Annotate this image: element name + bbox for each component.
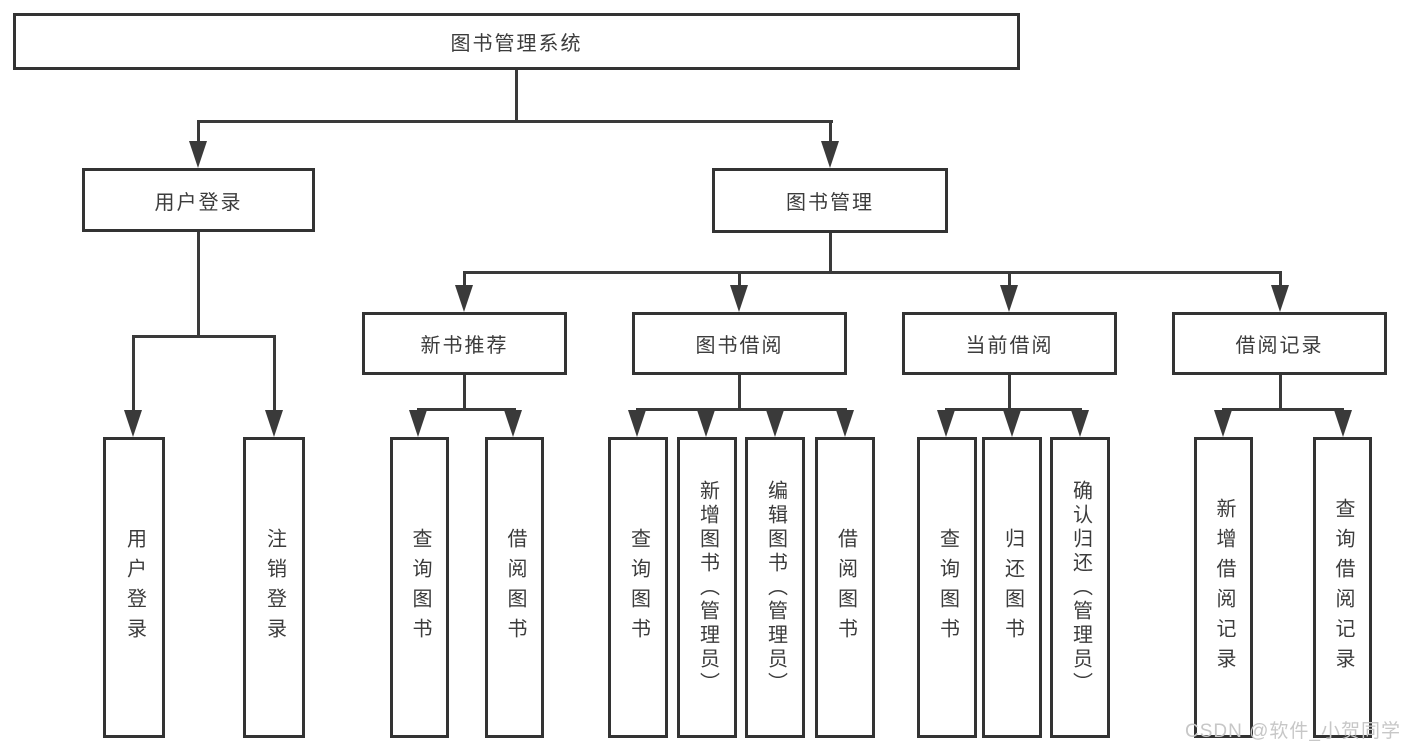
- connector-line: [945, 408, 1082, 411]
- arrowhead-down-icon: [455, 285, 473, 312]
- connector-line: [829, 233, 832, 274]
- leaf-logout: 注销登录: [243, 437, 305, 738]
- node-book-management: 图书管理: [712, 168, 948, 233]
- arrowhead-down-icon: [409, 410, 427, 437]
- arrowhead-down-icon: [697, 410, 715, 437]
- connector-line: [1222, 408, 1344, 411]
- arrowhead-down-icon: [1271, 285, 1289, 312]
- leaf-query-books-recommend: 查询图书: [390, 437, 449, 738]
- arrowhead-down-icon: [504, 410, 522, 437]
- arrowhead-down-icon: [124, 410, 142, 437]
- arrowhead-down-icon: [1071, 410, 1089, 437]
- connector-line: [132, 335, 276, 338]
- leaf-query-books-current: 查询图书: [917, 437, 977, 738]
- leaf-borrow-books: 借阅图书: [815, 437, 875, 738]
- leaf-edit-books-admin: 编辑图书（管理员）: [745, 437, 805, 738]
- arrowhead-down-icon: [1214, 410, 1232, 437]
- connector-line: [417, 408, 516, 411]
- connector-line: [829, 120, 832, 150]
- connector-line: [1279, 271, 1282, 291]
- arrowhead-down-icon: [189, 141, 207, 168]
- leaf-query-books-borrowing: 查询图书: [608, 437, 668, 738]
- leaf-add-borrow-record: 新增借阅记录: [1194, 437, 1253, 738]
- connector-line: [636, 408, 847, 411]
- connector-line: [1008, 375, 1011, 411]
- arrowhead-down-icon: [628, 410, 646, 437]
- connector-line: [463, 271, 1282, 274]
- arrowhead-down-icon: [265, 410, 283, 437]
- node-current-borrowing: 当前借阅: [902, 312, 1117, 375]
- connector-line: [197, 120, 200, 150]
- arrowhead-down-icon: [937, 410, 955, 437]
- node-user-login: 用户登录: [82, 168, 315, 232]
- leaf-return-books: 归还图书: [982, 437, 1042, 738]
- node-book-borrowing: 图书借阅: [632, 312, 847, 375]
- node-library-management-system: 图书管理系统: [13, 13, 1020, 70]
- arrowhead-down-icon: [1334, 410, 1352, 437]
- leaf-borrow-books-recommend: 借阅图书: [485, 437, 544, 738]
- leaf-user-login: 用户登录: [103, 437, 165, 738]
- arrowhead-down-icon: [730, 285, 748, 312]
- arrowhead-down-icon: [821, 141, 839, 168]
- connector-line: [197, 120, 833, 123]
- connector-line: [132, 335, 135, 417]
- arrowhead-down-icon: [836, 410, 854, 437]
- connector-line: [738, 271, 741, 291]
- node-borrowing-records: 借阅记录: [1172, 312, 1387, 375]
- leaf-query-borrow-record: 查询借阅记录: [1313, 437, 1372, 738]
- leaf-add-books-admin: 新增图书（管理员）: [677, 437, 737, 738]
- csdn-watermark: CSDN @软件_小贺同学: [1185, 721, 1401, 742]
- node-new-book-recommendation: 新书推荐: [362, 312, 567, 375]
- connector-line: [463, 375, 466, 411]
- connector-line: [738, 375, 741, 411]
- connector-line: [515, 70, 518, 123]
- connector-line: [1279, 375, 1282, 411]
- connector-line: [273, 335, 276, 417]
- connector-line: [1008, 271, 1011, 291]
- connector-line: [463, 271, 466, 291]
- connector-line: [197, 232, 200, 338]
- arrowhead-down-icon: [1003, 410, 1021, 437]
- arrowhead-down-icon: [1000, 285, 1018, 312]
- arrowhead-down-icon: [766, 410, 784, 437]
- leaf-confirm-return-admin: 确认归还（管理员）: [1050, 437, 1110, 738]
